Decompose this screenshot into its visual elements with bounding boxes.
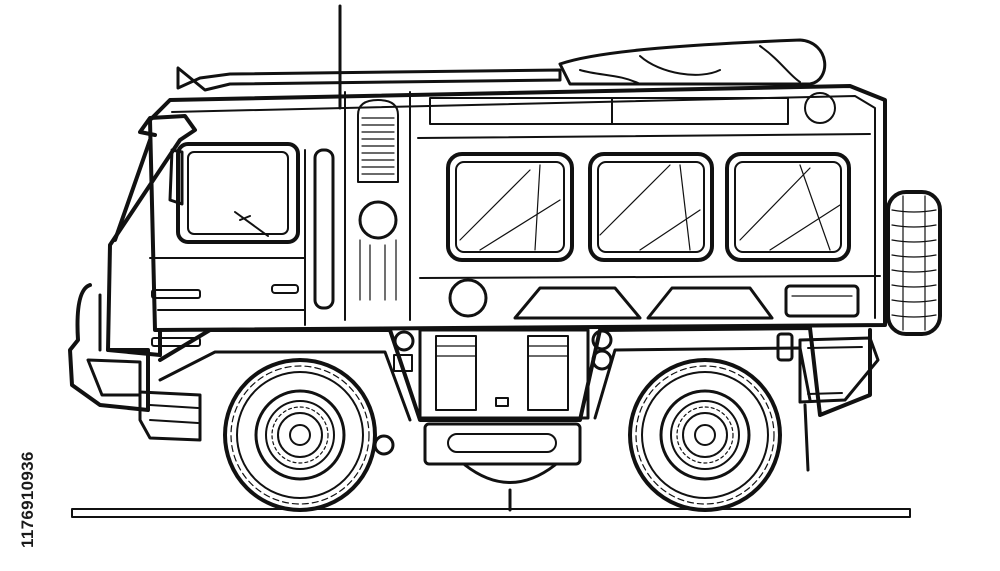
ground-line <box>71 508 911 518</box>
chassis <box>158 326 880 512</box>
side-windows <box>446 152 851 262</box>
cargo-body <box>148 84 887 332</box>
cab <box>106 114 335 357</box>
rear-wheel <box>628 358 782 512</box>
front-bumper <box>68 283 202 442</box>
lower-panels <box>419 275 881 320</box>
front-wheel <box>223 358 377 512</box>
roof-rack <box>176 4 827 110</box>
spare-tire <box>886 190 942 336</box>
